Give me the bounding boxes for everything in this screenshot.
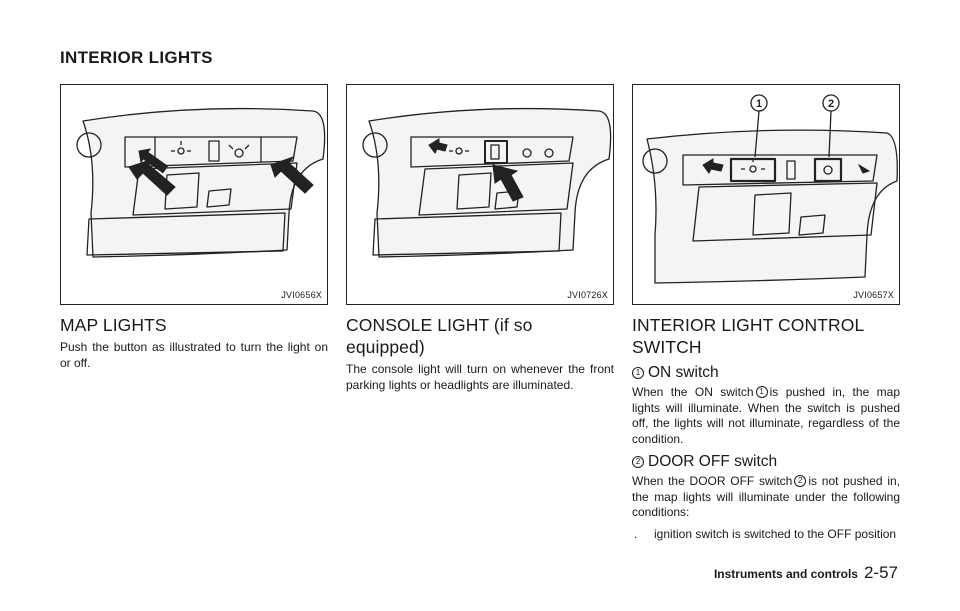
column-map-lights: MAP LIGHTS Push the button as illustrate… xyxy=(60,312,328,371)
door-off-heading: 2 DOOR OFF switch xyxy=(632,452,900,472)
section-title: INTERIOR LIGHTS xyxy=(60,48,213,67)
page-number: 2-57 xyxy=(863,563,898,582)
figure-console-light: JVI0726X xyxy=(346,84,614,305)
figure-code: JVI0656X xyxy=(281,290,322,300)
console-light-body: The console light will turn on whenever … xyxy=(346,362,614,392)
on-switch-heading: 1 ON switch xyxy=(632,363,900,383)
figure-code: JVI0657X xyxy=(853,290,894,300)
figure-code: JVI0726X xyxy=(567,290,608,300)
circled-number-2-inline: 2 xyxy=(794,474,807,487)
column-console-light: CONSOLE LIGHT (if so equipped) The conso… xyxy=(346,312,614,393)
on-switch-title: ON switch xyxy=(648,364,719,381)
figure-interior-switch: 1 2 JVI0657X xyxy=(632,84,900,305)
console-light-illustration xyxy=(362,107,612,258)
list-item: . ignition switch is switched to the OFF… xyxy=(632,527,900,543)
circled-number-2: 2 xyxy=(632,456,644,468)
footer-section-label: Instruments and controls xyxy=(713,567,858,581)
door-off-body-pre: When the DOOR OFF switch xyxy=(632,474,793,488)
on-switch-body-pre: When the ON switch xyxy=(632,385,754,399)
bullet-mark: . xyxy=(634,526,638,541)
interior-control-heading: INTERIOR LIGHT CONTROL SWITCH xyxy=(632,315,864,357)
map-lights-body: Push the button as illustrated to turn t… xyxy=(60,340,328,370)
figure-map-lights: JVI0656X xyxy=(60,84,328,305)
circled-number-1-inline: 1 xyxy=(755,385,768,398)
interior-switch-illustration: 1 2 xyxy=(642,94,898,284)
door-off-body-post: is not pushed in, the map lights will il… xyxy=(632,474,900,519)
callout-2-label: 2 xyxy=(828,98,834,110)
callout-1-label: 1 xyxy=(756,98,762,110)
bullet-text: ignition switch is switched to the OFF p… xyxy=(654,526,897,541)
map-lights-illustration xyxy=(76,107,326,258)
column-interior-control: INTERIOR LIGHT CONTROL SWITCH 1 ON switc… xyxy=(632,312,900,542)
console-light-heading: CONSOLE LIGHT (if so equipped) xyxy=(346,315,533,357)
circled-number-1: 1 xyxy=(632,367,644,379)
door-off-title: DOOR OFF switch xyxy=(648,453,778,470)
map-lights-heading: MAP LIGHTS xyxy=(60,315,167,335)
page-footer: Instruments and controls 2-57 xyxy=(714,563,898,583)
on-switch-body-post: is pushed in, the map lights will illumi… xyxy=(632,385,900,446)
